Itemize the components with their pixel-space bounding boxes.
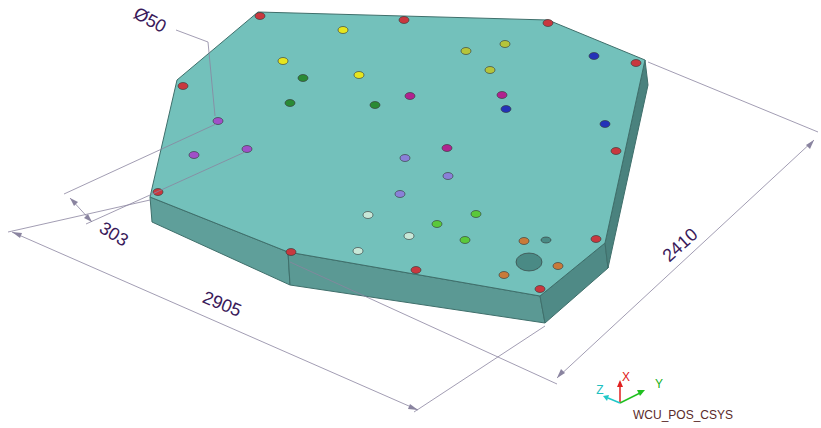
dimension-value: 2905 bbox=[200, 288, 244, 320]
csys-name: WCU_POS_CSYS bbox=[633, 409, 733, 421]
axis-label: X bbox=[622, 371, 630, 383]
axis-label: Z bbox=[596, 384, 603, 396]
dimension-value: 303 bbox=[96, 218, 131, 249]
dimension-value: 2410 bbox=[659, 225, 701, 265]
diameter-dimension: Ø50 bbox=[131, 4, 169, 36]
axis-label: Y bbox=[655, 378, 663, 390]
